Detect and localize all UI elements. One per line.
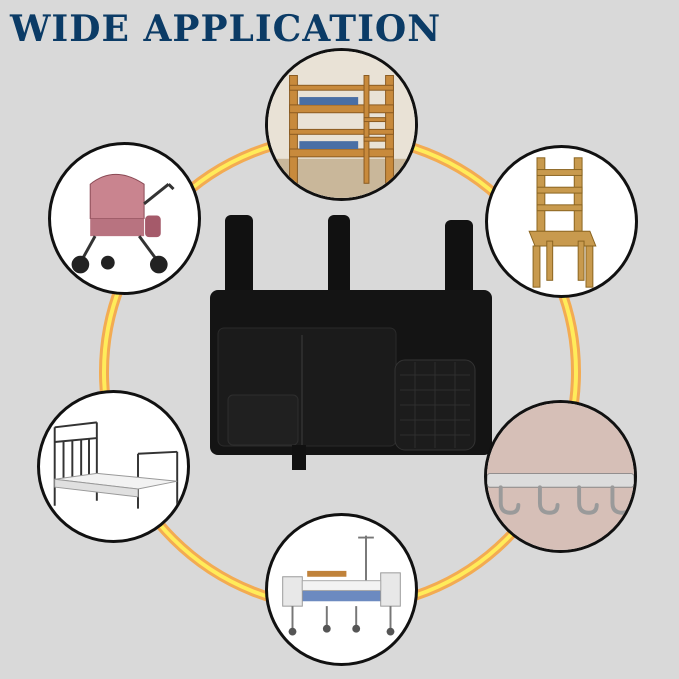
chair-icon — [485, 145, 638, 298]
metal-bed-frame-icon — [37, 390, 190, 543]
baby-stroller-icon — [48, 142, 201, 295]
wall-hook-rail-icon — [484, 400, 637, 553]
bunk-bed-icon — [265, 48, 418, 201]
hospital-bed-icon — [265, 513, 418, 666]
bedside-organizer-bag — [210, 215, 492, 470]
headline-title: WIDE APPLICATION — [10, 8, 442, 50]
